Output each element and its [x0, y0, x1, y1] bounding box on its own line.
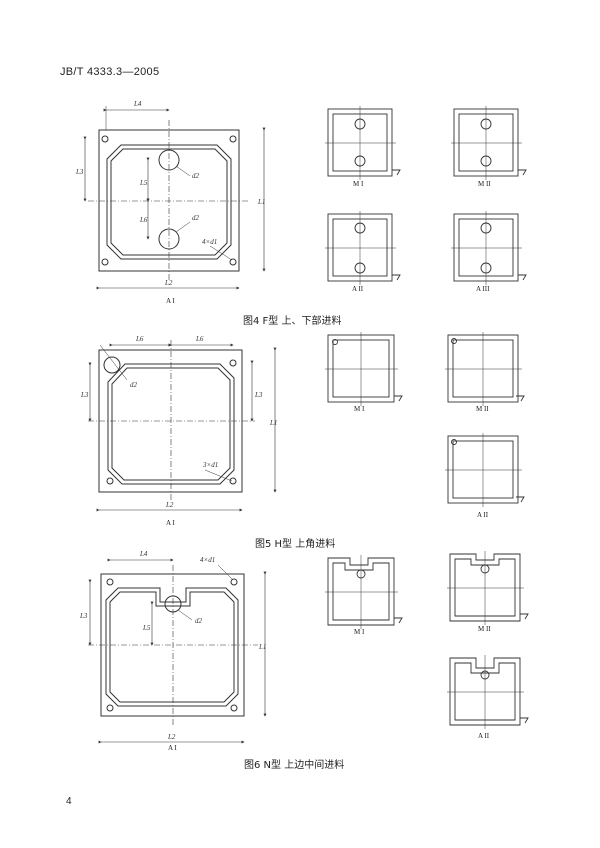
fig4-sub-AIII	[451, 211, 527, 285]
page-number: 4	[66, 796, 72, 807]
fig5-dim-d2: d2	[130, 381, 138, 389]
fig4-sub-MI	[325, 106, 401, 180]
fig6-main-label: A I	[168, 744, 177, 752]
fig5-dim-l6b: L6	[195, 335, 204, 343]
fig5-main-label: A I	[166, 519, 175, 527]
fig5-sub-label-MII: M II	[476, 405, 489, 413]
fig4-dim-l4: L4	[133, 100, 142, 108]
fig6-sub-AII	[447, 655, 529, 729]
fig4-dim-l5: L5	[139, 179, 148, 187]
fig6-sub-label-MI: M I	[354, 628, 365, 636]
fig6-sub-label-MII: M II	[478, 625, 491, 633]
fig4-sub-label-AIII: A III	[476, 285, 490, 293]
fig4-sub-label-MII: M II	[478, 180, 491, 188]
fig5-dim-l1: L1	[269, 419, 277, 427]
fig6-dim-holes: 4×d1	[200, 556, 215, 564]
fig5-dim-l6a: L6	[135, 335, 144, 343]
fig4-dim-l3: L3	[75, 168, 84, 176]
fig4-dim-d2b: d2	[192, 214, 200, 222]
fig4-dim-l6: L6	[139, 216, 148, 224]
fig6-caption: 图6 N型 上边中间进料	[244, 760, 345, 771]
fig6-dim-l5: L5	[142, 624, 151, 632]
fig5-dim-l2: L2	[165, 501, 174, 509]
fig4-caption: 图4 F型 上、下部进料	[243, 316, 342, 327]
fig4-sub-MII	[451, 106, 527, 180]
fig5-sub-AII	[445, 433, 525, 507]
fig4-sub-label-AII: A II	[352, 285, 364, 293]
fig4-dim-holes: 4×d1	[202, 238, 217, 246]
fig5-dim-l3a: L3	[80, 391, 89, 399]
fig6-dim-l1: L1	[258, 643, 266, 651]
fig5-dim-l3b: L3	[254, 391, 263, 399]
fig4-sub-AII	[325, 211, 401, 285]
fig4-main-drawing	[83, 106, 266, 290]
fig6-dim-l4: L4	[139, 550, 148, 558]
fig5-caption: 图5 H型 上角进料	[255, 539, 336, 550]
fig5-dim-holes: 3×d1	[202, 461, 218, 469]
fig6-sub-label-AII: A II	[478, 732, 490, 740]
fig5-sub-label-AII: A II	[477, 511, 489, 519]
fig5-sub-label-MI: M I	[354, 405, 365, 413]
fig5-sub-MII	[445, 332, 525, 406]
fig6-main-drawing	[88, 558, 267, 744]
fig6-sub-MII	[447, 551, 529, 625]
fig4-dim-l1: L1	[257, 198, 265, 206]
fig4-sub-label-MI: M I	[353, 180, 364, 188]
fig5-sub-MI	[325, 332, 403, 406]
fig4-dim-l2: L2	[164, 279, 173, 287]
fig4-dim-d2a: d2	[192, 172, 200, 180]
fig6-dim-l2: L2	[167, 733, 176, 741]
fig5-main-drawing	[88, 340, 277, 512]
fig6-sub-MI	[325, 555, 403, 629]
fig6-dim-l3: L3	[79, 612, 88, 620]
standard-code: JB/T 4333.3—2005	[60, 66, 160, 78]
fig4-main-label: A I	[166, 297, 175, 305]
fig6-dim-d2: d2	[195, 617, 203, 625]
